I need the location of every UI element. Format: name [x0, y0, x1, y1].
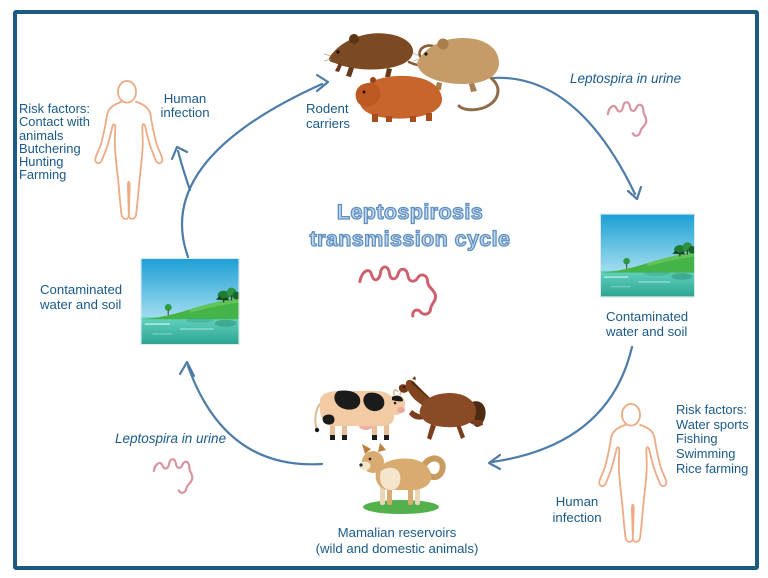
arrow-branch-to-human-left	[176, 149, 192, 192]
horse-icon	[398, 376, 486, 440]
cow-icon	[314, 388, 406, 440]
human-infection-label-left: Human infection	[160, 91, 210, 120]
diagram-title: Leptospirosis transmission cycle	[300, 199, 520, 253]
arrow-mammals-to-water	[186, 364, 324, 466]
risk-factors-right: Risk factors: Water sports Fishing Swimm…	[676, 402, 749, 476]
risk-factors-left: Risk factors: Contact with animals Butch…	[19, 101, 90, 183]
leptospira-urine-label-left: Leptospira in urine	[115, 431, 227, 446]
leptospira-spirochete-icon-right	[601, 95, 653, 141]
human-infection-label-right: Human infection	[552, 494, 602, 525]
water-scene-right	[600, 212, 695, 299]
arrow-water-to-mammals	[490, 345, 634, 464]
contaminated-water-label-left: Contaminated water and soil	[40, 282, 123, 312]
water-scene-left	[140, 258, 240, 345]
rodent-carriers-label: Rodent carriers	[306, 101, 350, 131]
leptospira-urine-label-right: Leptospira in urine	[570, 71, 682, 86]
brown-rat-icon	[323, 33, 441, 77]
diagram-title-line1: Leptospirosis	[336, 199, 484, 224]
contaminated-water-label-right: Contaminated water and soil	[606, 309, 689, 339]
diagram-border-frame	[13, 10, 759, 570]
center-leptospira-spirochete-icon	[352, 252, 460, 327]
dog-icon	[359, 443, 446, 514]
arrow-rodents-to-water	[490, 76, 637, 196]
mammalian-reservoirs-label: Mamalian reservoirs (wild and domestic a…	[315, 525, 479, 556]
leptospira-spirochete-icon-left	[145, 452, 201, 498]
capybara-icon	[355, 75, 443, 122]
diagram-title-line2: transmission cycle	[309, 226, 511, 251]
human-outline-right	[593, 397, 669, 552]
arrow-water-to-rodents	[180, 82, 324, 259]
